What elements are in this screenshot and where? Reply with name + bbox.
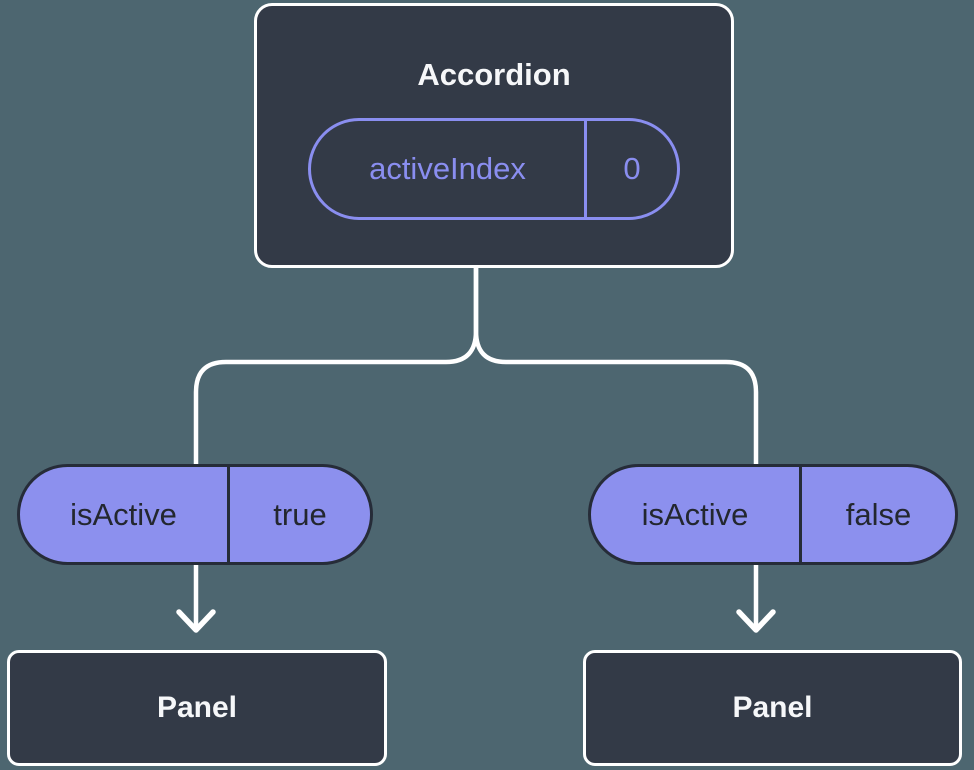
prop-pill-isactive-right: isActive false xyxy=(588,464,958,565)
prop-pill-isactive-left: isActive true xyxy=(17,464,373,565)
panel-node-left-title: Panel xyxy=(156,691,238,724)
arrowhead-down-right-icon xyxy=(736,609,776,633)
prop-pill-right-value: false xyxy=(845,496,912,532)
state-pill-activeindex: activeIndex 0 xyxy=(308,118,680,220)
panel-node-right: Panel xyxy=(583,650,962,766)
edge-accordion-to-right-pill xyxy=(473,255,759,632)
arrowhead-down-left-icon xyxy=(176,609,216,633)
prop-pill-left-value: true xyxy=(273,496,327,532)
panel-node-right-title: Panel xyxy=(732,691,813,724)
state-pill-value: 0 xyxy=(623,151,641,186)
prop-pill-right-name: isActive xyxy=(591,467,802,562)
panel-node-left: Panel xyxy=(7,650,387,766)
edge-accordion-to-left-pill xyxy=(193,255,479,632)
accordion-node-title: Accordion xyxy=(417,57,571,92)
state-pill-name: activeIndex xyxy=(311,121,587,217)
prop-pill-left-name: isActive xyxy=(20,467,230,562)
